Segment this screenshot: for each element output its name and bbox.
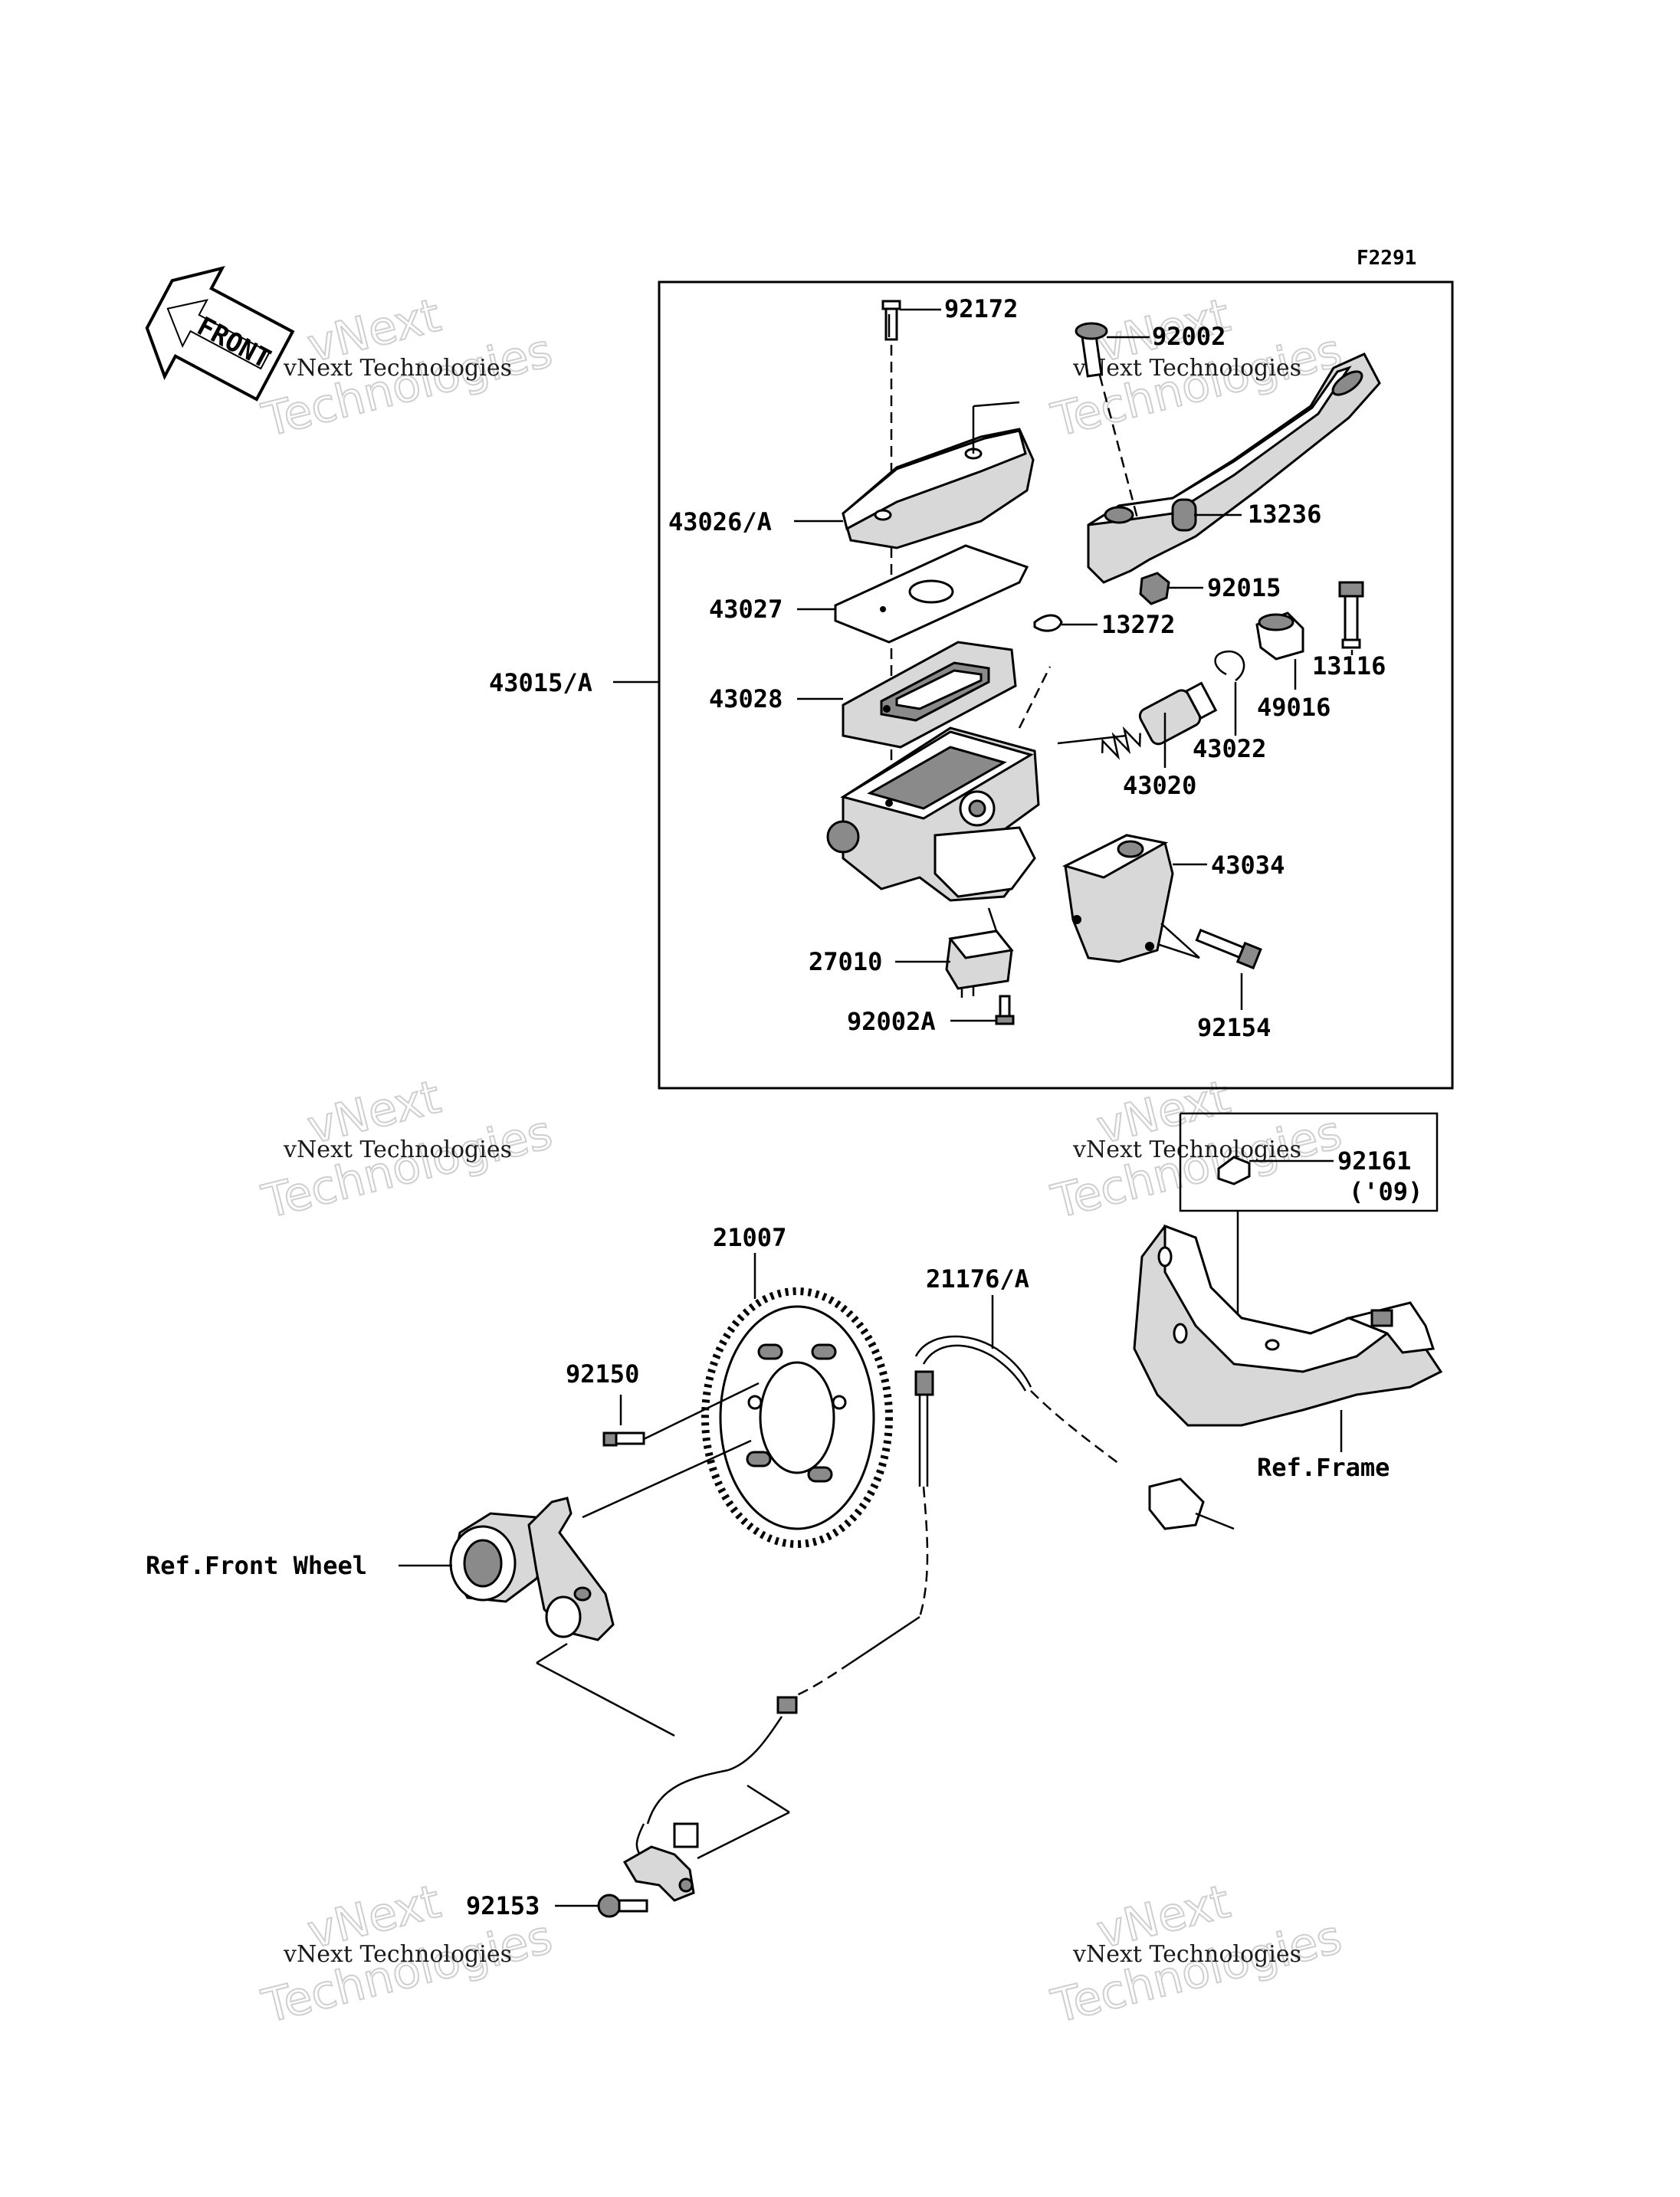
- watermark-small: vNext Technologies: [1072, 355, 1301, 382]
- callout-21176a: 21176/A: [926, 1264, 1029, 1294]
- diaphragm-plate-43027: [834, 544, 1029, 644]
- callout-92002: 92002: [1152, 322, 1226, 351]
- master-cylinder-group-box: [658, 280, 1454, 1090]
- callout-43026a: 43026/A: [668, 507, 772, 536]
- diaphragm-43028: [842, 641, 1017, 749]
- watermark-small: vNext Technologies: [283, 1941, 512, 1968]
- screw-92172: [881, 300, 901, 341]
- abs-rotor-21007: [701, 1287, 893, 1548]
- bolt-92153: [597, 1894, 648, 1918]
- frame-bracket: [1133, 1224, 1443, 1427]
- front-wheel-hub: [449, 1497, 615, 1641]
- reservoir-cap-43026: [842, 401, 1035, 549]
- abs-sensor-cable-21176: [635, 1335, 1235, 1855]
- callout-43015a: 43015/A: [489, 668, 592, 697]
- piston-assembly-43020: [1101, 681, 1218, 760]
- pivot-pin-13116: [1338, 581, 1364, 649]
- bolt-92002: [1075, 322, 1108, 378]
- screw-92002A: [995, 995, 1015, 1025]
- master-cylinder-body: [826, 726, 1040, 902]
- callout-92015: 92015: [1207, 573, 1281, 602]
- dust-boot-49016: [1255, 612, 1304, 661]
- callout-49016: 49016: [1257, 693, 1331, 722]
- abs-sensor-bracket: [622, 1822, 699, 1902]
- callout-43034: 43034: [1211, 851, 1285, 880]
- watermark-small: vNext Technologies: [283, 1136, 512, 1163]
- callout-92150: 92150: [566, 1359, 639, 1389]
- callout-27010: 27010: [809, 947, 882, 976]
- callout-13116: 13116: [1312, 651, 1386, 680]
- screw-92161: [1217, 1156, 1251, 1185]
- callout-13272: 13272: [1101, 610, 1175, 639]
- callout-92161: 92161: [1337, 1146, 1411, 1176]
- callout-92161-year: ('09): [1349, 1177, 1422, 1206]
- watermark-small: vNext Technologies: [1072, 1136, 1301, 1163]
- bolt-92154: [1195, 928, 1262, 970]
- callout-43027: 43027: [709, 595, 783, 624]
- callout-43022: 43022: [1193, 734, 1266, 763]
- ref-front-wheel-label: Ref.Front Wheel: [146, 1551, 367, 1580]
- watermark-small: vNext Technologies: [1072, 1941, 1301, 1968]
- callout-92002a: 92002A: [847, 1007, 936, 1036]
- circlip-43022: [1214, 650, 1245, 682]
- callout-43028: 43028: [709, 684, 783, 713]
- watermark-small: vNext Technologies: [283, 355, 512, 382]
- callout-92172: 92172: [944, 294, 1018, 323]
- brake-lever-13236: [1087, 353, 1381, 584]
- callout-43020: 43020: [1123, 771, 1196, 800]
- front-arrow-icon: FRONT: [145, 265, 295, 402]
- callout-21007: 21007: [713, 1223, 786, 1252]
- brake-switch-27010: [945, 907, 1014, 998]
- clamp-holder-43034: [1061, 834, 1174, 963]
- ref-frame-label: Ref.Frame: [1257, 1453, 1390, 1482]
- figure-code: F2291: [1357, 247, 1416, 270]
- nut-92015: [1139, 572, 1170, 605]
- bolt-92150: [602, 1431, 645, 1447]
- callout-92154: 92154: [1197, 1013, 1271, 1042]
- clip-13272: [1033, 614, 1063, 632]
- callout-92153: 92153: [466, 1891, 540, 1920]
- callout-13236: 13236: [1248, 500, 1321, 529]
